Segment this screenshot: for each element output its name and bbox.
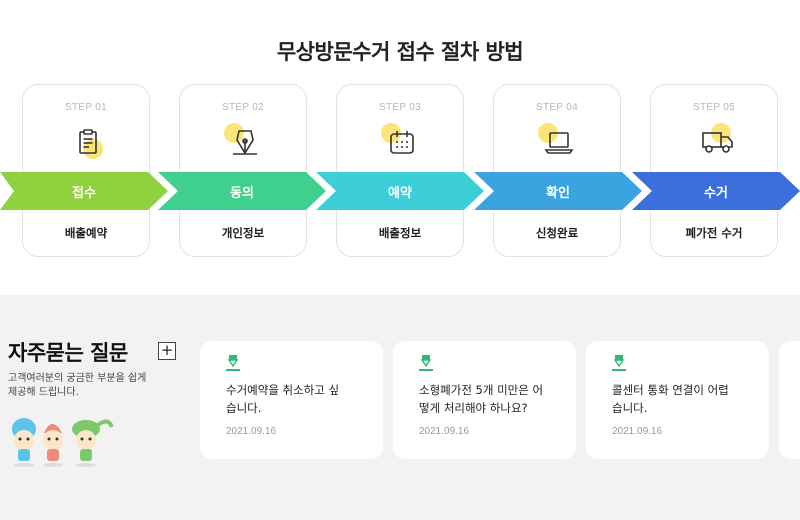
step-number: STEP 01	[65, 102, 107, 113]
step-number: STEP 05	[693, 102, 735, 113]
faq-more-button[interactable]: +	[158, 342, 176, 360]
faq-card-2[interactable]: 소형폐가전 5개 미만은 어 떻게 처리해야 하나요? 2021.09.16	[393, 341, 576, 459]
step-name: 접수	[72, 185, 96, 201]
step-card-2: STEP 02 개인정보	[179, 84, 307, 257]
step-name: 수거	[704, 185, 728, 201]
step-card-1: STEP 01 배출예약	[22, 84, 150, 257]
step-desc: 신청완료	[535, 226, 579, 240]
step-desc: 배출예약	[64, 226, 108, 240]
faq-question[interactable]: 소형폐가전 5개 미만은 어 떻게 처리해야 하나요?	[419, 383, 544, 415]
faq-description: 고객여러분의 궁금한 부분을 쉽게 제공해 드립니다.	[8, 373, 147, 398]
step-name: 동의	[230, 185, 254, 201]
faq-card-4-partial[interactable]	[779, 341, 800, 459]
step-arrow-4: 확인	[474, 172, 642, 210]
step-number: STEP 04	[536, 102, 578, 113]
step-number: STEP 02	[222, 102, 264, 113]
pencil-icon	[612, 355, 626, 371]
step-number: STEP 03	[379, 102, 421, 113]
step-arrow-1: 접수	[0, 172, 168, 210]
pencil-icon	[419, 355, 433, 371]
pen-nib-icon	[224, 123, 264, 161]
step-card-3: STEP 03 배출정보	[336, 84, 464, 257]
step-name: 확인	[546, 185, 570, 201]
laptop-icon	[538, 123, 578, 161]
faq-title: 자주묻는 질문	[8, 341, 128, 365]
step-desc: 폐가전 수거	[685, 226, 743, 240]
clipboard-icon	[69, 123, 107, 161]
faq-card-1[interactable]: 수거예약을 취소하고 싶 습니다. 2021.09.16	[200, 341, 383, 459]
faq-card-3[interactable]: 콜센터 통화 연결이 어렵 습니다. 2021.09.16	[586, 341, 769, 459]
pencil-icon	[226, 355, 240, 371]
step-desc: 배출정보	[378, 226, 422, 240]
step-arrow-2: 동의	[158, 172, 326, 210]
step-name: 예약	[388, 185, 412, 201]
step-card-4: STEP 04 신청완료	[493, 84, 621, 257]
step-arrow-3: 예약	[316, 172, 484, 210]
step-arrow-band: 접수 동의 예약 확인 수거	[0, 172, 800, 210]
mascot-illustration	[8, 415, 118, 470]
faq-date: 2021.09.16	[226, 426, 277, 437]
faq-section: 자주묻는 질문 + 고객여러분의 궁금한 부분을 쉽게 제공해 드립니다.	[0, 295, 800, 520]
step-card-5: STEP 05 폐가전 수거	[650, 84, 778, 257]
step-desc: 개인정보	[221, 226, 265, 240]
faq-question[interactable]: 콜센터 통화 연결이 어렵 습니다.	[612, 383, 729, 415]
process-section: 무상방문수거 접수 절차 방법 STEP 01 배출예약 STEP 02 개인정…	[0, 40, 800, 257]
faq-date: 2021.09.16	[419, 426, 470, 437]
step-arrow-5: 수거	[632, 172, 800, 210]
faq-date: 2021.09.16	[612, 426, 663, 437]
truck-icon	[697, 123, 735, 161]
faq-question[interactable]: 수거예약을 취소하고 싶 습니다.	[226, 383, 340, 415]
calendar-icon	[381, 123, 421, 161]
page-title: 무상방문수거 접수 절차 방법	[276, 40, 524, 64]
